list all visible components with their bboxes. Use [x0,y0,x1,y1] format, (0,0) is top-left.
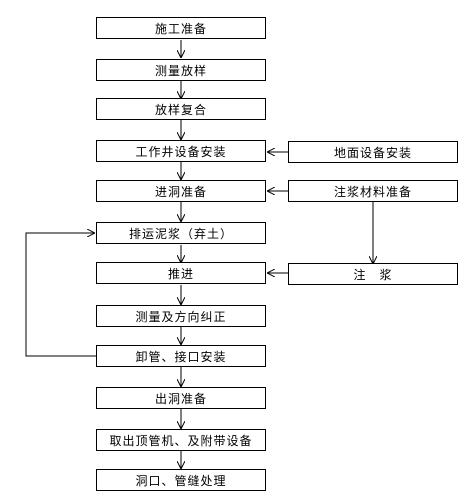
step-portal-seam-treatment: 洞口、管缝处理 [96,469,266,491]
step-shaft-equipment-install: 工作井设备安装 [96,140,266,162]
loop-back-line [25,233,96,357]
step-layout-check: 放样复合 [96,98,266,120]
side-grout-material-prep: 注浆材料准备 [288,180,458,202]
step-survey-correction: 测量及方向纠正 [96,305,266,327]
step-construction-prep: 施工准备 [96,17,266,39]
step-pipe-joint-install: 卸管、接口安装 [96,345,266,367]
step-tunnel-entry-prep: 进洞准备 [96,180,266,202]
step-survey-layout: 测量放样 [96,59,266,81]
step-slurry-removal: 排运泥浆（弃土） [96,222,266,244]
step-remove-machine: 取出顶管机、及附带设备 [96,429,266,451]
step-tunnel-exit-prep: 出洞准备 [96,387,266,409]
step-jacking: 推进 [96,262,266,284]
side-grouting: 注 浆 [288,263,458,285]
side-ground-equipment-install: 地面设备安装 [288,141,458,163]
